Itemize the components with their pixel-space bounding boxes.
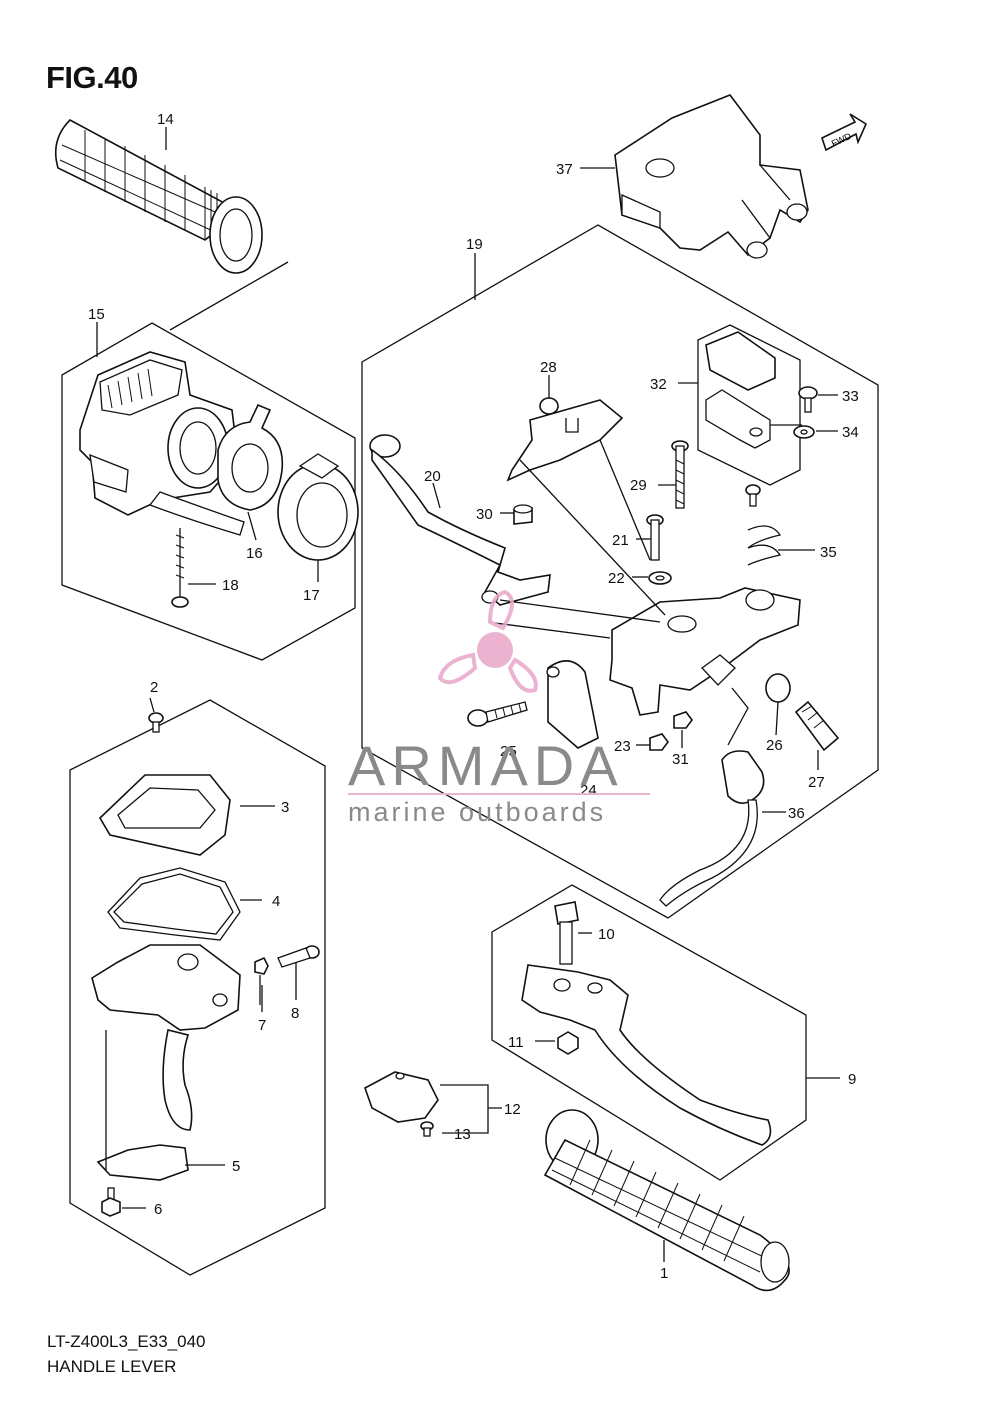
callout-22: 22 xyxy=(608,570,625,587)
nut-part-7 xyxy=(254,956,269,975)
figure-title: FIG.40 xyxy=(46,60,138,95)
clamp-part-16 xyxy=(217,403,284,511)
pin-part-21 xyxy=(646,514,664,561)
callout-4: 4 xyxy=(272,893,280,910)
callout-17: 17 xyxy=(303,587,320,604)
screw-part-13 xyxy=(420,1121,434,1137)
group-box-19 xyxy=(361,224,879,919)
bolt-part-29 xyxy=(671,440,689,509)
callout-18: 18 xyxy=(222,577,239,594)
callout-13: 13 xyxy=(454,1126,471,1143)
leader-lines xyxy=(96,127,840,1262)
callout-21: 21 xyxy=(612,532,629,549)
bolt-part-10 xyxy=(554,901,579,965)
nut-part-11 xyxy=(557,1031,579,1055)
callout-8: 8 xyxy=(291,1005,299,1022)
watermark-rule xyxy=(348,793,650,795)
switch-part-32 xyxy=(705,331,776,449)
callout-29: 29 xyxy=(630,477,647,494)
assembly-lines-lower-left xyxy=(105,975,261,1170)
callout-11: 11 xyxy=(508,1034,524,1051)
callout-numbers: 14 15 16 17 18 19 37 20 30 28 32 29 21 2… xyxy=(88,111,859,1282)
screw-part-27 xyxy=(794,700,840,752)
lever-part-20 xyxy=(369,434,551,606)
screw-under-32 xyxy=(745,484,761,507)
spring-part-35 xyxy=(747,525,782,566)
holder-part-24 xyxy=(546,660,599,749)
callout-28: 28 xyxy=(540,359,557,376)
washer-part-34 xyxy=(793,425,815,439)
callout-10: 10 xyxy=(598,926,615,943)
callout-20: 20 xyxy=(424,468,441,485)
screw-part-33 xyxy=(798,386,818,413)
callout-30: 30 xyxy=(476,506,493,523)
callout-25: 25 xyxy=(500,743,517,760)
callout-12: 12 xyxy=(504,1101,521,1118)
callout-2: 2 xyxy=(150,679,158,696)
screw-part-18 xyxy=(171,528,189,608)
fwd-arrow: FWD xyxy=(821,113,868,152)
callout-15: 15 xyxy=(88,306,105,323)
clip-part-26 xyxy=(765,673,791,703)
group-box-lower-left xyxy=(69,699,326,1276)
gasket-part-4 xyxy=(107,867,241,941)
watermark-tagline: marine outboards xyxy=(348,797,607,827)
callout-9: 9 xyxy=(848,1071,856,1088)
assembly-line-36 xyxy=(727,687,749,746)
nut-part-23 xyxy=(649,733,669,751)
lever-cover-part-37 xyxy=(614,94,809,259)
callout-16: 16 xyxy=(246,545,263,562)
callout-6: 6 xyxy=(154,1201,162,1218)
callout-1: 1 xyxy=(660,1265,668,1282)
group-box-9 xyxy=(491,884,807,1181)
screw-part-6 xyxy=(101,1187,121,1217)
bushing-part-30 xyxy=(513,504,533,525)
callout-37: 37 xyxy=(556,161,573,178)
master-cylinder-bracket xyxy=(609,587,801,716)
ring-part-17 xyxy=(277,453,359,561)
cover-part-3 xyxy=(98,774,231,856)
grip-left-part-14 xyxy=(54,119,263,274)
group-box-32 xyxy=(697,324,801,486)
figure-code: LT-Z400L3_E33_040 xyxy=(47,1332,206,1351)
switch-part-12 xyxy=(364,1071,439,1123)
callout-26: 26 xyxy=(766,737,783,754)
assembly-lines-19 xyxy=(494,439,666,639)
washer-part-22 xyxy=(648,571,672,585)
callout-7: 7 xyxy=(258,1017,266,1034)
callout-34: 34 xyxy=(842,424,859,441)
nut-part-31 xyxy=(673,711,693,729)
throttle-housing xyxy=(91,944,241,1131)
callout-14: 14 xyxy=(157,111,174,128)
screw-part-2 xyxy=(148,712,164,733)
callout-33: 33 xyxy=(842,388,859,405)
callout-23: 23 xyxy=(614,738,631,755)
callout-32: 32 xyxy=(650,376,667,393)
plate-part-5 xyxy=(96,1144,189,1181)
armada-logo-icon xyxy=(437,589,538,693)
group-box-15 xyxy=(61,322,356,661)
callout-27: 27 xyxy=(808,774,825,791)
lever-part-9 xyxy=(521,964,772,1146)
cable-part-36 xyxy=(659,750,765,907)
callout-35: 35 xyxy=(820,544,837,561)
watermark-brand: ARMADA xyxy=(348,734,624,797)
screw-part-8 xyxy=(277,945,320,968)
bolt-part-25 xyxy=(467,701,528,727)
callout-36: 36 xyxy=(788,805,805,822)
callout-5: 5 xyxy=(232,1158,240,1175)
leader-14-15 xyxy=(169,261,289,331)
callout-3: 3 xyxy=(281,799,289,816)
grip-right-part-1 xyxy=(543,1109,790,1292)
bracket-part-28 xyxy=(506,397,624,482)
figure-name: HANDLE LEVER xyxy=(47,1357,177,1376)
switch-housing-part-15 xyxy=(79,351,245,536)
callout-19: 19 xyxy=(466,236,483,253)
callout-31: 31 xyxy=(672,751,689,768)
